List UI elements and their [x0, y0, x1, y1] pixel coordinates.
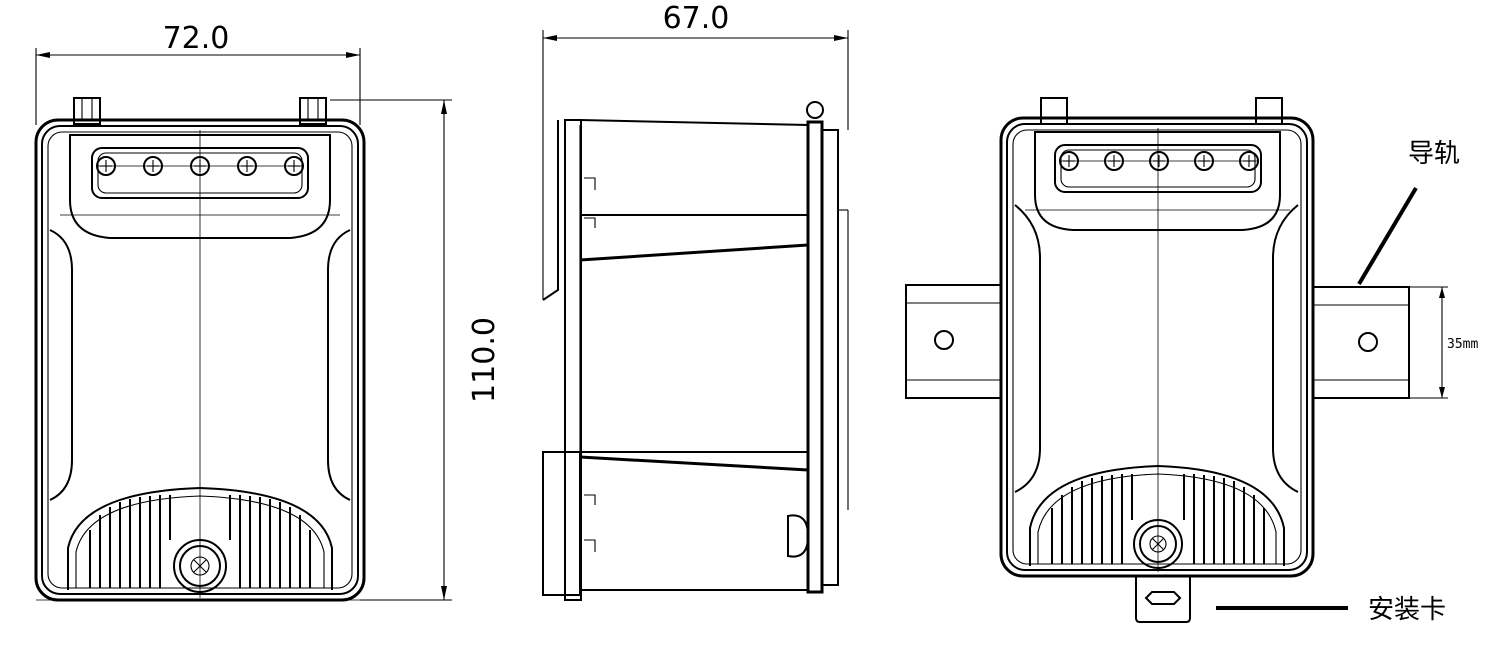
din-rail [905, 284, 1410, 399]
mounted-screw [1133, 519, 1183, 569]
width-dimension: 72.0 [35, 21, 361, 125]
rail-label: 导轨 [1408, 139, 1460, 169]
width-dimension-label: 72.0 [163, 21, 230, 56]
rail-height-dimension: 35mm [1409, 286, 1478, 399]
height-dimension-label: 110.0 [467, 317, 502, 403]
depth-dimension: 67.0 [542, 1, 849, 300]
mounting-screw [173, 539, 227, 593]
side-view: 67.0 [542, 1, 849, 601]
terminal-screws [96, 156, 304, 176]
vent-slots [89, 495, 311, 588]
height-dimension: 110.0 [330, 99, 502, 601]
clip-label: 安装卡 [1368, 595, 1446, 625]
mounted-terminal-screws [1059, 151, 1259, 171]
depth-dimension-label: 67.0 [663, 1, 730, 36]
mounted-vent-slots [1051, 474, 1265, 564]
rail-height-label: 35mm [1447, 337, 1478, 352]
mounted-view: 35mm 导轨 [905, 97, 1478, 625]
front-view: 72.0 110.0 [34, 21, 502, 602]
mounting-clip: 安装卡 [1135, 576, 1446, 625]
